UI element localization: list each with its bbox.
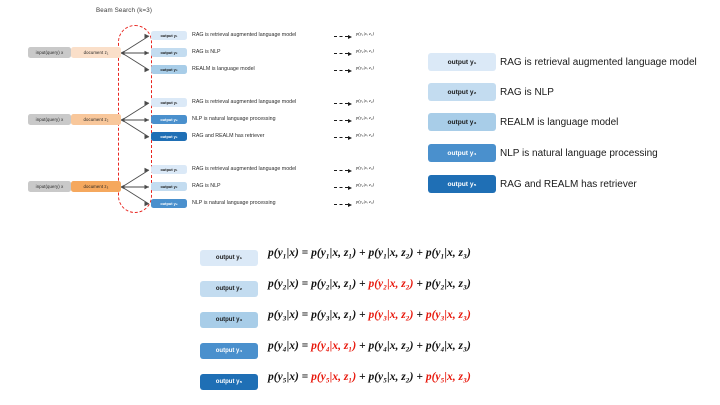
- output-sentence: NLP is natural language processing: [192, 115, 276, 122]
- prob-arrow: [334, 68, 352, 73]
- prob-label: p(y₃|x, z₁): [356, 65, 374, 70]
- output-sentence: NLP is natural language processing: [192, 199, 276, 206]
- beam-search-region: [118, 25, 152, 213]
- prob-label: p(y₄|x, z₃): [356, 199, 374, 204]
- output-box: output y₂: [151, 48, 187, 57]
- legend-text-y3: REALM is language model: [500, 117, 619, 128]
- output-box: output y₄: [151, 199, 187, 208]
- legend-text-y2: RAG is NLP: [500, 87, 554, 98]
- document-box-1: document z₁: [71, 47, 121, 58]
- prob-arrow: [334, 168, 352, 173]
- prob-arrow: [334, 202, 352, 207]
- prob-arrow: [334, 101, 352, 106]
- output-sentence: REALM is language model: [192, 65, 255, 72]
- output-sentence: RAG and REALM has retriever: [192, 132, 265, 139]
- legend-box-y2: output y₂: [428, 83, 496, 101]
- legend-box-y3: output y₃: [428, 113, 496, 131]
- prob-label: p(y₂|x, z₁): [356, 48, 374, 53]
- output-sentence: RAG is retrieval augmented language mode…: [192, 98, 297, 105]
- equation-box-y1: output y₁: [200, 250, 258, 266]
- output-sentence: RAG is NLP: [192, 48, 221, 55]
- equation-row-3: p(y₃|x) = p(y₃|x, z₁) + p(y₃|x, z₂) + p(…: [268, 309, 471, 321]
- legend-box-y4: output y₄: [428, 144, 496, 162]
- legend-box-y1: output y₁: [428, 53, 496, 71]
- output-box: output y₁: [151, 165, 187, 174]
- equation-box-y4: output y₄: [200, 343, 258, 359]
- equation-row-4: p(y₄|x) = p(y₄|x, z₁) + p(y₄|x, z₂) + p(…: [268, 340, 471, 352]
- equation-row-2: p(y₂|x) = p(y₂|x, z₁) + p(y₂|x, z₂) + p(…: [268, 278, 471, 290]
- output-box: output y₃: [151, 65, 187, 74]
- document-box-3: document z₃: [71, 181, 121, 192]
- prob-label: p(y₁|x, z₁): [356, 31, 374, 36]
- prob-label: p(y₅|x, z₂): [356, 132, 374, 137]
- equation-row-5: p(y₅|x) = p(y₅|x, z₁) + p(y₅|x, z₂) + p(…: [268, 371, 471, 383]
- prob-arrow: [334, 34, 352, 39]
- output-box: output y₂: [151, 182, 187, 191]
- output-sentence: RAG is NLP: [192, 182, 221, 189]
- prob-label: p(y₁|x, z₃): [356, 165, 374, 170]
- legend-text-y5: RAG and REALM has retriever: [500, 179, 637, 190]
- prob-arrow: [334, 51, 352, 56]
- equation-box-y5: output y₅: [200, 374, 258, 390]
- prob-arrow: [334, 118, 352, 123]
- legend-box-y5: output y₅: [428, 175, 496, 193]
- output-box: output y₅: [151, 132, 187, 141]
- input-query-box-2: input(query) x: [28, 114, 71, 125]
- prob-label: p(y₄|x, z₂): [356, 115, 374, 120]
- prob-label: p(y₁|x, z₂): [356, 98, 374, 103]
- legend-text-y4: NLP is natural language processing: [500, 148, 658, 159]
- output-sentence: RAG is retrieval augmented language mode…: [192, 31, 297, 38]
- output-box: output y₄: [151, 115, 187, 124]
- document-box-2: document z₂: [71, 114, 121, 125]
- equation-box-y2: output y₂: [200, 281, 258, 297]
- beam-search-title: Beam Search (k=3): [96, 7, 153, 14]
- input-query-box-3: input(query) x: [28, 181, 71, 192]
- output-sentence: RAG is retrieval augmented language mode…: [192, 165, 297, 172]
- legend-text-y1: RAG is retrieval augmented language mode…: [500, 57, 697, 68]
- equation-box-y3: output y₃: [200, 312, 258, 328]
- prob-arrow: [334, 135, 352, 140]
- equation-row-1: p(y₁|x) = p(y₁|x, z₁) + p(y₁|x, z₂) + p(…: [268, 247, 471, 259]
- prob-label: p(y₂|x, z₃): [356, 182, 374, 187]
- input-query-box-1: input(query) x: [28, 47, 71, 58]
- output-box: output y₁: [151, 98, 187, 107]
- prob-arrow: [334, 185, 352, 190]
- output-box: output y₁: [151, 31, 187, 40]
